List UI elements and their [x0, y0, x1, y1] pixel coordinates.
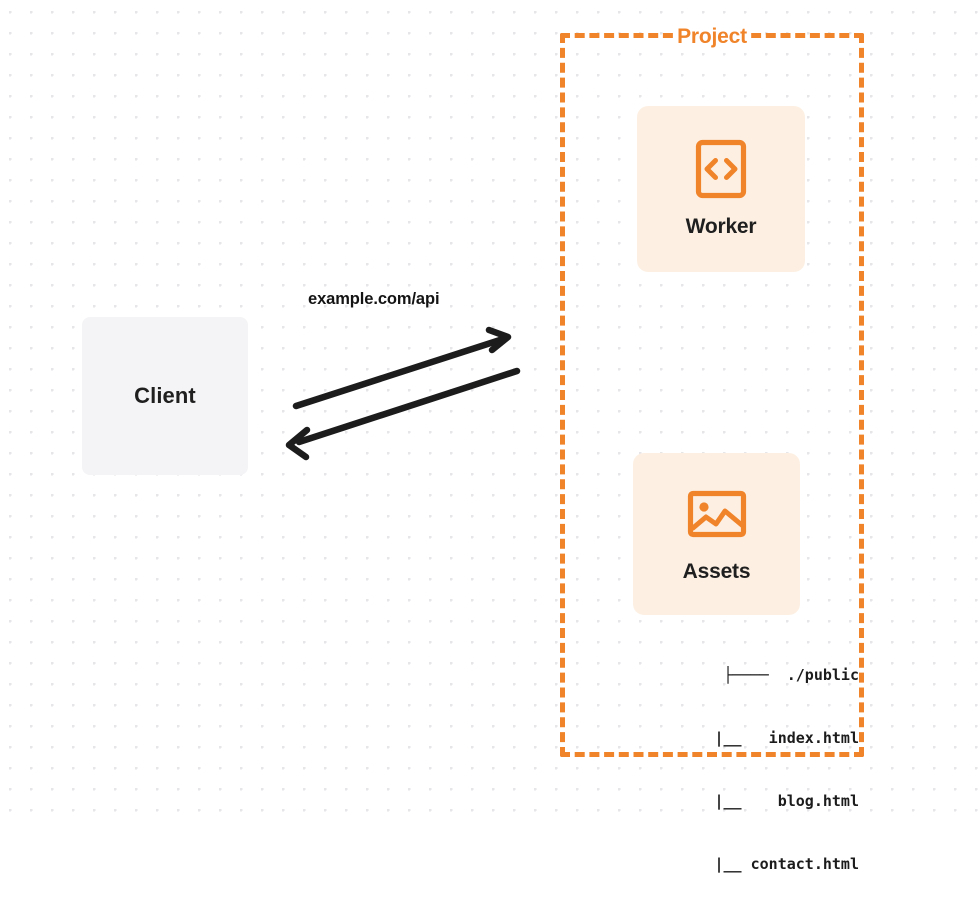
tree-row: |__ contact.html	[669, 855, 859, 873]
response-arrow	[285, 367, 521, 461]
connection-label: example.com/api	[308, 290, 440, 308]
image-picture-icon	[687, 490, 746, 538]
tree-row: |__ index.html	[669, 729, 859, 747]
tree-row: ├──── ./public	[723, 666, 859, 684]
client-node[interactable]: Client	[82, 317, 248, 475]
worker-label: Worker	[685, 215, 757, 238]
client-label: Client	[134, 383, 196, 408]
assets-file-tree: ├──── ./public |__ index.html |__ blog.h…	[617, 623, 859, 917]
diagram-canvas: Client example.com/api Project Worker	[0, 0, 980, 873]
project-boundary: Project Worker Assets ├──── ./public |__…	[560, 25, 864, 873]
project-title: Project	[673, 25, 751, 49]
assets-label: Assets	[682, 560, 751, 583]
code-brackets-icon	[695, 139, 747, 199]
assets-card[interactable]: Assets	[633, 453, 800, 615]
tree-row: |__ blog.html	[669, 792, 859, 810]
request-arrow	[292, 326, 512, 410]
worker-card[interactable]: Worker	[637, 106, 805, 272]
